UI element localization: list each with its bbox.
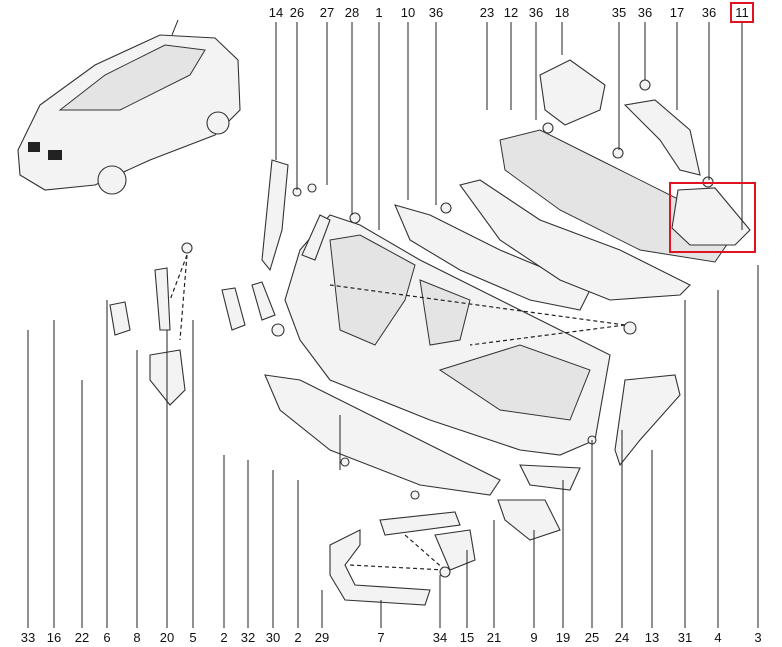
bottom-label-29: 29 bbox=[315, 630, 329, 645]
bottom-label-2: 2 bbox=[294, 630, 301, 645]
vehicle-thumbnail bbox=[17, 19, 241, 195]
top-label-10: 10 bbox=[401, 5, 415, 20]
arrows bbox=[169, 254, 626, 571]
bottom-label-32: 32 bbox=[241, 630, 255, 645]
bottom-label-30: 30 bbox=[266, 630, 280, 645]
top-label-36: 36 bbox=[702, 5, 716, 20]
top-label-36: 36 bbox=[529, 5, 543, 20]
top-label-26: 26 bbox=[290, 5, 304, 20]
bottom-label-2: 2 bbox=[220, 630, 227, 645]
bottom-label-4: 4 bbox=[714, 630, 721, 645]
bottom-label-19: 19 bbox=[556, 630, 570, 645]
bottom-label-3: 3 bbox=[754, 630, 761, 645]
bottom-label-34: 34 bbox=[433, 630, 447, 645]
top-label-17: 17 bbox=[670, 5, 684, 20]
bottom-label-31: 31 bbox=[678, 630, 692, 645]
bottom-label-9: 9 bbox=[530, 630, 537, 645]
highlight-box bbox=[669, 182, 756, 253]
top-label-18: 18 bbox=[555, 5, 569, 20]
top-label-36: 36 bbox=[638, 5, 652, 20]
top-label-23: 23 bbox=[480, 5, 494, 20]
bottom-label-25: 25 bbox=[585, 630, 599, 645]
bottom-label-33: 33 bbox=[21, 630, 35, 645]
bottom-label-6: 6 bbox=[103, 630, 110, 645]
top-label-36: 36 bbox=[429, 5, 443, 20]
lower-spoiler bbox=[264, 374, 501, 496]
top-label-27: 27 bbox=[320, 5, 334, 20]
front-bumper-cover bbox=[284, 214, 611, 456]
top-label-1: 1 bbox=[375, 5, 382, 20]
bottom-label-5: 5 bbox=[189, 630, 196, 645]
bottom-label-21: 21 bbox=[487, 630, 501, 645]
top-label-14: 14 bbox=[269, 5, 283, 20]
bottom-label-20: 20 bbox=[160, 630, 174, 645]
bottom-label-8: 8 bbox=[133, 630, 140, 645]
highlight-label-box bbox=[730, 2, 754, 23]
bumper-beam bbox=[394, 179, 691, 311]
leader-lines bbox=[27, 22, 759, 628]
bottom-label-22: 22 bbox=[75, 630, 89, 645]
bottom-label-15: 15 bbox=[460, 630, 474, 645]
bottom-label-7: 7 bbox=[377, 630, 384, 645]
top-label-35: 35 bbox=[612, 5, 626, 20]
bottom-label-24: 24 bbox=[615, 630, 629, 645]
bottom-label-13: 13 bbox=[645, 630, 659, 645]
grille-assembly bbox=[499, 59, 751, 263]
top-label-11: 11 bbox=[735, 5, 749, 20]
bottom-label-16: 16 bbox=[47, 630, 61, 645]
top-label-12: 12 bbox=[504, 5, 518, 20]
top-label-28: 28 bbox=[345, 5, 359, 20]
